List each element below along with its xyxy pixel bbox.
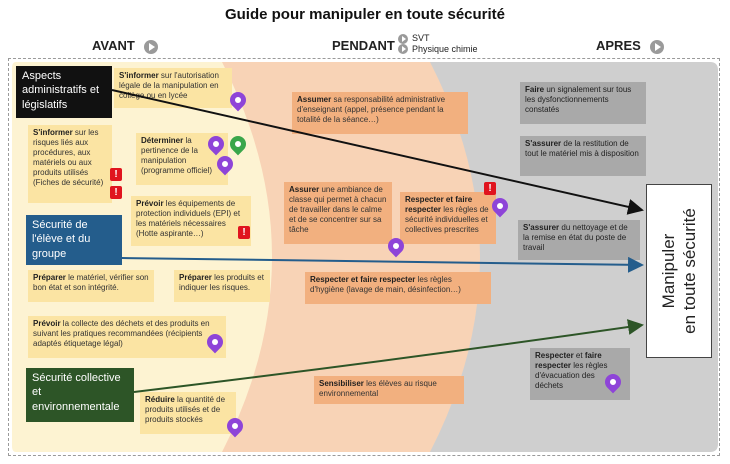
step-respect-hygiene: Respecter et faire respecter les règles … [305, 272, 491, 304]
step-text: le matériel, vérifier son bon état et so… [33, 273, 149, 292]
warning-icon: ! [110, 168, 122, 181]
step-text: la quantité de produits utilisés et de p… [145, 395, 226, 424]
step-verb: S'informer [33, 128, 73, 137]
step-verb: Faire [525, 85, 545, 94]
warning-icon: ! [484, 182, 496, 195]
arrow-legal [111, 89, 644, 215]
step-verb: S'assurer [525, 139, 562, 148]
category-collective-safety: Sécurité collective et environnementale [26, 368, 134, 422]
arrow-student-safety [121, 256, 644, 273]
final-box-text: Manipuler en toute sécurité [658, 208, 701, 334]
category-student-safety: Sécurité de l'élève et du groupe [26, 215, 122, 265]
legend-label: SVT [412, 33, 430, 43]
warning-icon: ! [238, 226, 250, 239]
step-text: la pertinence de la manipulation (progra… [141, 136, 212, 175]
step-text: les règles d'hygiène (lavage de main, dé… [310, 275, 461, 294]
step-text: les élèves au risque environnemental [319, 379, 437, 398]
step-text: les règles d'évacuation des déchets [535, 361, 608, 390]
phase-after-label: APRES [596, 38, 641, 53]
play-icon [144, 39, 159, 54]
legend-item-svt: SVT [398, 33, 478, 44]
play-icon [650, 39, 665, 54]
step-verb: Déterminer [141, 136, 184, 145]
step-verb: S'informer [119, 71, 159, 80]
step-respect-safety-rules: Respecter et faire respecter les règles … [400, 192, 496, 244]
step-verb: Respecter [535, 351, 574, 360]
step-ensure-return: S'assurer de la restitution de tout le m… [520, 136, 646, 176]
step-text: les règles de sécurité individuelles et … [405, 205, 489, 234]
step-verb: Assurer [289, 185, 320, 194]
phase-before-label: AVANT [92, 38, 135, 53]
step-text: les produits et indiquer les risques. [179, 273, 264, 292]
step-reduce-quantity: Réduire la quantité de produits utilisés… [140, 392, 236, 434]
step-verb: faire respecter [535, 351, 602, 370]
phase-during: PENDANT [332, 38, 395, 53]
phase-before: AVANT [92, 38, 159, 54]
step-text: de la restitution de tout le matériel mi… [525, 139, 639, 158]
step-ensure-cleaning: S'assurer du nettoyage et de la remise e… [518, 220, 640, 260]
step-prepare-material: Préparer le matériel, vérifier son bon é… [28, 270, 154, 302]
step-plan-equipment: Prévoir les équipements de protection in… [131, 196, 251, 246]
during-background [212, 62, 480, 452]
warning-icon: ! [110, 186, 122, 199]
play-icon [398, 33, 408, 44]
final-box: Manipuler en toute sécurité [646, 184, 712, 358]
step-verb: Préparer [179, 273, 212, 282]
page-title: Guide pour manipuler en toute sécurité [224, 6, 506, 23]
step-verb: Prévoir [136, 199, 164, 208]
step-prepare-products: Préparer les produits et indiquer les ri… [174, 270, 270, 302]
step-verb: Prévoir [33, 319, 61, 328]
step-plan-waste: Prévoir la collecte des déchets et des p… [28, 316, 226, 358]
step-inform-risks: S'informer sur les risques liés aux proc… [28, 125, 112, 203]
step-text: la collecte des déchets et des produits … [33, 319, 210, 348]
legend: SVT Physique chimie [398, 33, 478, 55]
step-text: sa responsabilité administrative d'ensei… [297, 95, 446, 124]
step-verb: Préparer [33, 273, 66, 282]
phase-during-label: PENDANT [332, 38, 395, 53]
legend-label: Physique chimie [412, 43, 478, 54]
step-ensure-atmosphere: Assurer une ambiance de classe qui perme… [284, 182, 392, 244]
step-report-issues: Faire un signalement sur tous les dysfon… [520, 82, 646, 124]
step-assume-responsibility: Assumer sa responsabilité administrative… [292, 92, 468, 134]
diagram-frame [8, 58, 720, 456]
category-legal: Aspects administratifs et législatifs [16, 66, 112, 118]
step-verb: Réduire [145, 395, 175, 404]
step-verb: Sensibiliser [319, 379, 364, 388]
phase-after: APRES [596, 38, 665, 54]
step-text: sur les risques liés aux procédures, aux… [33, 128, 104, 187]
step-inform-legal: S'informer sur l'autorisation légale de … [114, 68, 232, 108]
step-text: et [573, 351, 585, 360]
step-raise-awareness: Sensibiliser les élèves au risque enviro… [314, 376, 464, 404]
play-icon [398, 44, 408, 55]
step-text: une ambiance de classe qui permet à chac… [289, 185, 387, 234]
step-verb: S'assurer [523, 223, 560, 232]
step-text: du nettoyage et de la remise en état du … [523, 223, 628, 252]
arrow-collective-safety [133, 319, 644, 393]
step-text: un signalement sur tous les dysfonctionn… [525, 85, 632, 114]
final-box-line: en toute sécurité [680, 208, 699, 334]
final-box-line: Manipuler [658, 233, 678, 309]
step-verb: Respecter et faire respecter [310, 275, 416, 284]
step-text: sur l'autorisation légale de la manipula… [119, 71, 219, 100]
legend-item-physique: Physique chimie [398, 44, 478, 55]
step-verb: Respecter et faire respecter [405, 195, 473, 214]
step-verb: Assumer [297, 95, 332, 104]
step-text: les équipements de protection individuel… [136, 199, 241, 238]
